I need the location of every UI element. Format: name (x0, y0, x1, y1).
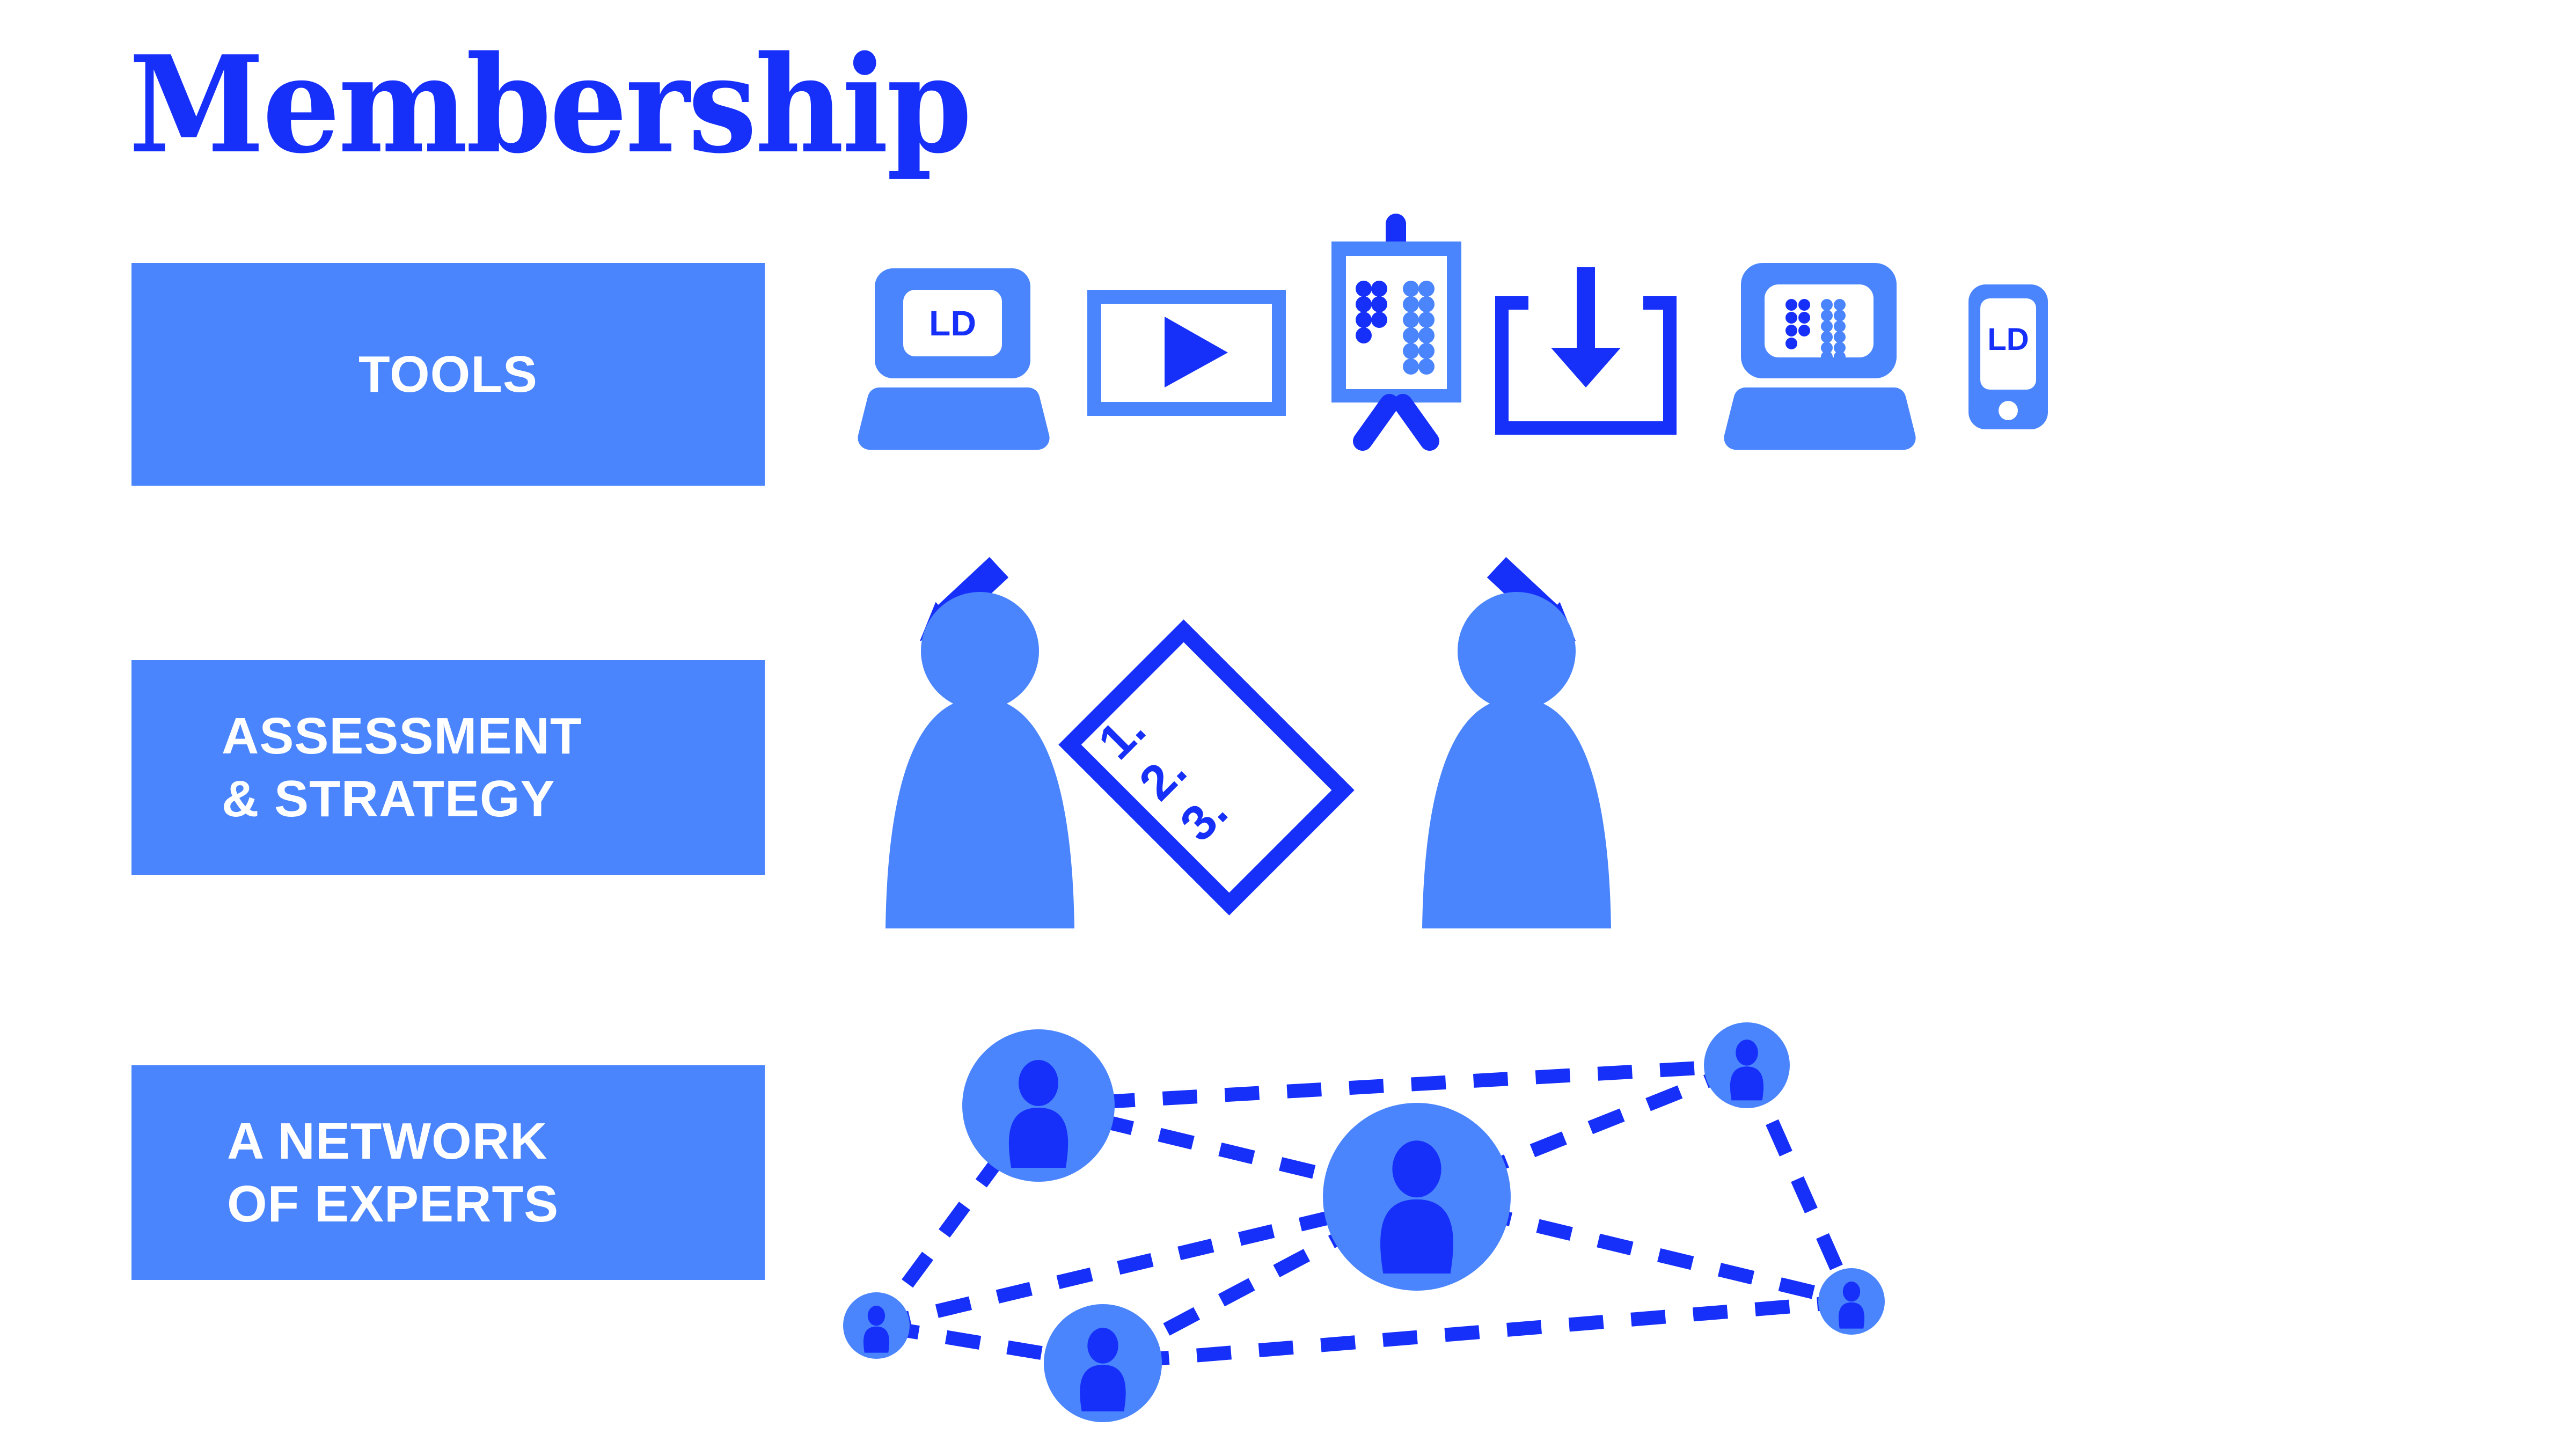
section-label-assessment: ASSESSMENT & STRATEGY (131, 660, 765, 875)
rotated-checklist-card: 1. 2. 3. (1058, 619, 1355, 916)
network-node-1[interactable] (962, 1029, 1115, 1182)
avatar-body (1730, 1066, 1764, 1101)
easel-legs-icon (1353, 394, 1439, 451)
phone-home-button-icon[interactable] (1999, 401, 2018, 420)
phone-screen-label: LD (1987, 322, 2029, 357)
avatar-body (863, 1326, 890, 1353)
avatar-head (1842, 1281, 1861, 1302)
network-edge (1102, 1294, 1853, 1370)
network-edge (870, 1101, 1044, 1330)
laptop-dark-dots (1785, 299, 1810, 349)
section-label-assessment-text: ASSESSMENT & STRATEGY (222, 707, 582, 828)
network-edge (1038, 1058, 1747, 1113)
avatar-body (1380, 1199, 1453, 1274)
avatar-head (867, 1305, 885, 1326)
network-node-5[interactable] (1044, 1304, 1162, 1422)
section-label-tools: TOOLS (131, 263, 765, 486)
person-right (1422, 557, 1611, 928)
easel-light-dots (1403, 281, 1435, 375)
network-edge (1740, 1062, 1858, 1305)
smartphone-ld-icon[interactable]: LD (1968, 284, 2048, 429)
play-triangle-icon (1165, 317, 1228, 387)
person-left-body (885, 698, 1074, 928)
avatar-head (1087, 1328, 1118, 1364)
laptop-light-dots (1821, 299, 1846, 363)
section-label-network: A NETWORK OF EXPERTS (131, 1065, 765, 1280)
laptop-screen-label: LD (929, 303, 976, 343)
laptop-chart-icon[interactable] (1724, 263, 1916, 450)
avatar-body (1008, 1108, 1069, 1168)
network-edge (875, 1319, 1104, 1370)
person-right-head (1458, 592, 1576, 710)
avatar-head (1019, 1060, 1058, 1106)
avatar-body (1080, 1365, 1126, 1411)
section-label-tools-text: TOOLS (358, 345, 538, 403)
network-node-2[interactable] (1323, 1103, 1511, 1291)
network-nodes (843, 1022, 1885, 1422)
flipchart-easel-icon[interactable] (1331, 214, 1461, 451)
avatar-head (1736, 1040, 1758, 1066)
avatar-body (1838, 1302, 1865, 1329)
network-node-4[interactable] (1818, 1268, 1885, 1335)
easel-dark-dots (1356, 281, 1387, 343)
avatar-head (1392, 1140, 1441, 1198)
video-player-icon[interactable] (1087, 290, 1286, 416)
download-tray-icon[interactable] (1495, 267, 1677, 435)
network-node-6[interactable] (843, 1292, 910, 1359)
person-right-body (1422, 698, 1611, 928)
person-left (885, 557, 1074, 928)
person-left-head (921, 592, 1039, 710)
laptop-ld-icon[interactable]: LD (858, 268, 1050, 450)
network-node-3[interactable] (1704, 1022, 1790, 1108)
page-title: Membership (129, 27, 972, 183)
section-label-network-text: A NETWORK OF EXPERTS (227, 1112, 559, 1233)
